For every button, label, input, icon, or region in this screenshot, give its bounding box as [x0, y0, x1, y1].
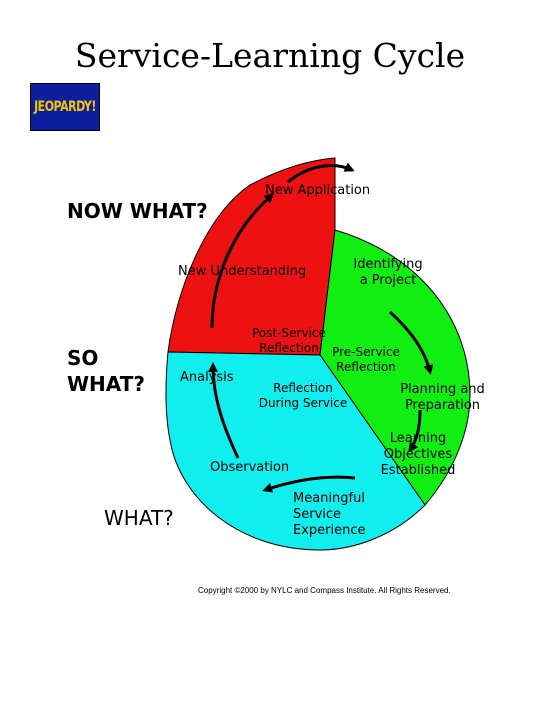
cyan-segment	[165, 351, 426, 551]
arrow-planning	[388, 310, 434, 375]
red-segment	[167, 157, 336, 356]
arrow-top-return	[287, 162, 355, 184]
jeopardy-logo-text: JEOPARDY!	[34, 98, 96, 115]
so-what-label-line2: WHAT?	[67, 372, 145, 396]
label-new-application: New Application	[265, 183, 371, 198]
green-segment	[319, 229, 471, 506]
now-what-label: NOW WHAT?	[67, 199, 208, 223]
label-new-understanding: New Understanding	[178, 264, 307, 279]
label-analysis: Analysis	[180, 370, 234, 385]
label-reflection-during-service: Reflection During Service	[258, 381, 348, 410]
label-planning-preparation: Planning and Preparation	[400, 382, 485, 413]
jeopardy-logo: JEOPARDY!	[30, 83, 100, 131]
label-meaningful-service: Meaningful Service Experience	[293, 491, 366, 538]
what-label: WHAT?	[104, 506, 174, 530]
page-title: Service-Learning Cycle	[74, 36, 466, 75]
label-observation: Observation	[210, 460, 290, 475]
label-identifying-project: Identifying a Project	[353, 257, 423, 288]
arrow-new-application	[210, 193, 275, 329]
arrow-observation	[208, 362, 240, 459]
copyright-notice: Copyright ©2000 by NYLC and Compass Inst…	[198, 586, 451, 595]
arrow-meaningful	[262, 475, 356, 493]
label-pre-service-reflection: Pre-Service Reflection	[332, 345, 400, 374]
label-learning-objectives: Learning Objectives Established	[380, 431, 456, 478]
so-what-label-line1: SO	[67, 346, 99, 370]
arrow-learning-objectives	[408, 409, 422, 453]
label-post-service-reflection: Post-Service Reflection	[252, 326, 326, 355]
